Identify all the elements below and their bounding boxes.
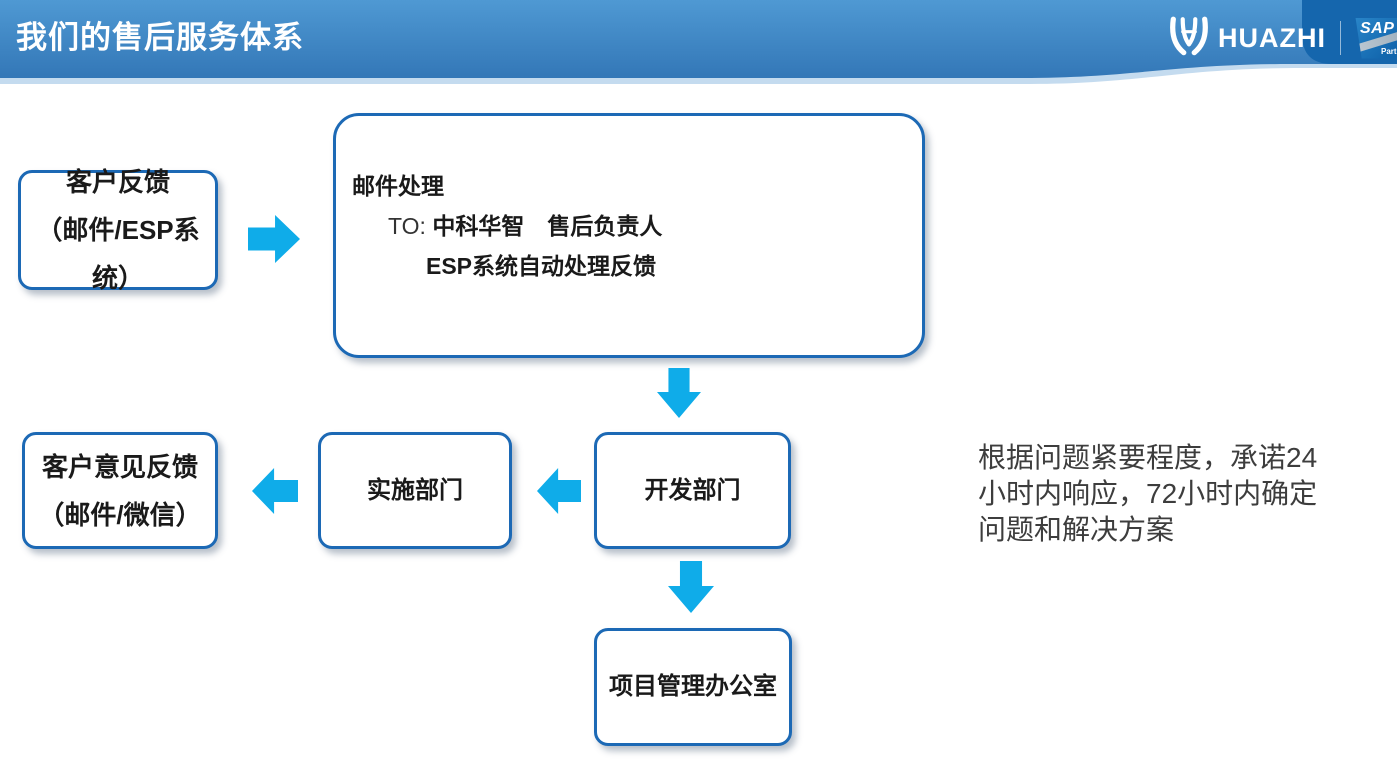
mail-to-value: 中科华智 售后负责人 bbox=[432, 213, 663, 239]
sla-note-text: 根据问题紧要程度，承诺24小时内响应，72小时内确定问题和解决方案 bbox=[978, 442, 1318, 545]
arrow-down-icon bbox=[657, 368, 701, 418]
mail-processing-title: 邮件处理 bbox=[352, 173, 444, 199]
brand-name: HUAZHI bbox=[1218, 23, 1326, 53]
box-pmo: 项目管理办公室 bbox=[594, 628, 792, 746]
box-customer-opinion-line1: 客户意见反馈 bbox=[41, 451, 198, 482]
box-development-label: 开发部门 bbox=[644, 476, 741, 504]
logo-separator bbox=[1340, 21, 1341, 55]
arrow-down-icon bbox=[668, 561, 714, 613]
box-customer-feedback-line1: 客户反馈 bbox=[65, 167, 170, 197]
box-pmo-label: 项目管理办公室 bbox=[609, 673, 777, 700]
header-band bbox=[0, 0, 1397, 84]
logo-group: HUAZHI SAP Partner bbox=[1168, 12, 1397, 64]
box-customer-feedback: 客户反馈 （邮件/ESP系统） bbox=[18, 167, 218, 293]
box-implementation-department: 实施部门 bbox=[318, 432, 512, 549]
sap-logo-text: SAP bbox=[1360, 19, 1395, 37]
sap-partner-logo: SAP Partner bbox=[1355, 17, 1397, 59]
huazhi-logo-icon bbox=[1170, 16, 1208, 56]
mail-processing-to-line: TO: 中科华智 售后负责人 bbox=[352, 206, 662, 246]
box-implementation-label: 实施部门 bbox=[367, 476, 463, 504]
box-customer-opinion-line2: （邮件/微信） bbox=[38, 499, 202, 530]
box-customer-opinion: 客户意见反馈 （邮件/微信） bbox=[22, 432, 218, 549]
arrow-left-icon bbox=[537, 468, 581, 514]
arrow-right-icon bbox=[248, 215, 300, 263]
sap-partner-text: Partner bbox=[1380, 46, 1397, 56]
box-mail-processing: 邮件处理 TO: 中科华智 售后负责人 ESP系统自动处理反馈 bbox=[333, 113, 925, 358]
box-customer-feedback-line2: （邮件/ESP系统） bbox=[36, 215, 200, 293]
box-development-department: 开发部门 bbox=[594, 432, 791, 549]
header-mainwave bbox=[0, 0, 1397, 78]
arrow-left-icon bbox=[252, 468, 298, 514]
mail-processing-auto-line: ESP系统自动处理反馈 bbox=[426, 253, 657, 279]
page-title: 我们的售后服务体系 bbox=[16, 20, 304, 55]
mail-to-label: TO: bbox=[388, 213, 426, 239]
